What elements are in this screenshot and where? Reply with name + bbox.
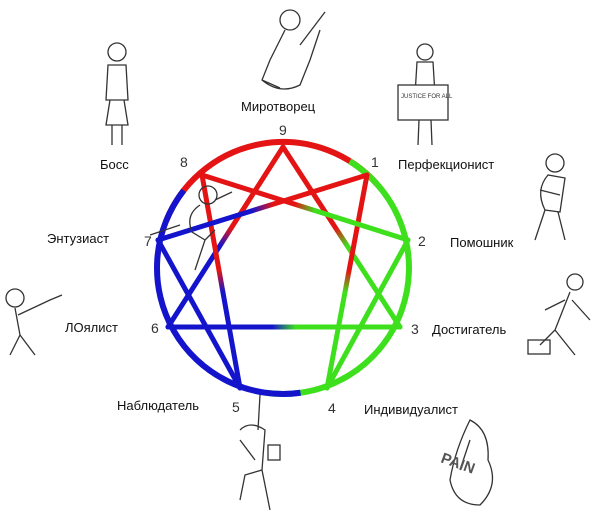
- type-7-label: Энтузиаст: [47, 231, 110, 246]
- enthusiast-figure: [149, 185, 233, 271]
- type-8-label: Босс: [100, 157, 129, 172]
- type-1-label: Перфекционист: [398, 157, 495, 172]
- type-3-label: Достигатель: [432, 322, 507, 337]
- line-1-4: [324, 172, 370, 391]
- type-6-number: 6: [151, 320, 159, 336]
- line-8-5: [199, 172, 243, 391]
- line-9-3: [280, 144, 403, 330]
- sign-text: JUSTICE FOR ALL: [401, 94, 453, 100]
- circle-arc-green: [265, 158, 412, 397]
- individualist-figure: PAIN: [439, 419, 494, 506]
- line-2-8: [199, 172, 411, 243]
- boss-figure: [105, 42, 129, 145]
- type-5-label: Наблюдатель: [117, 398, 200, 413]
- circle-arc-red: [163, 139, 379, 222]
- type-7-number: 7: [144, 233, 152, 249]
- observer-figure: [239, 394, 281, 511]
- peacemaker-figure: [261, 9, 326, 90]
- helper-figure: [534, 153, 566, 241]
- perfectionist-figure: JUSTICE FOR ALL: [397, 43, 453, 146]
- achiever-figure: [527, 273, 591, 356]
- type-6-label: ЛОялист: [65, 320, 118, 335]
- figure-drawings: JUSTICE FOR ALL PAIN: [5, 9, 591, 511]
- type-9-label: Миротворец: [241, 99, 316, 114]
- type-4-number: 4: [328, 400, 336, 416]
- type-8-number: 8: [180, 154, 188, 170]
- type-3-number: 3: [411, 321, 419, 337]
- type-5-number: 5: [232, 399, 240, 415]
- type-2-label: Помошник: [450, 235, 514, 250]
- type-1-number: 1: [371, 154, 379, 170]
- type-2-number: 2: [418, 233, 426, 249]
- loyalist-figure: [5, 288, 63, 356]
- type-9-number: 9: [279, 122, 287, 138]
- type-4-label: Индивидуалист: [364, 402, 459, 417]
- line-5-7: [155, 237, 243, 391]
- circle-arc-blue: [154, 188, 301, 397]
- line-4-2: [324, 237, 411, 391]
- pain-text: PAIN: [439, 450, 477, 478]
- line-7-1: [155, 172, 370, 243]
